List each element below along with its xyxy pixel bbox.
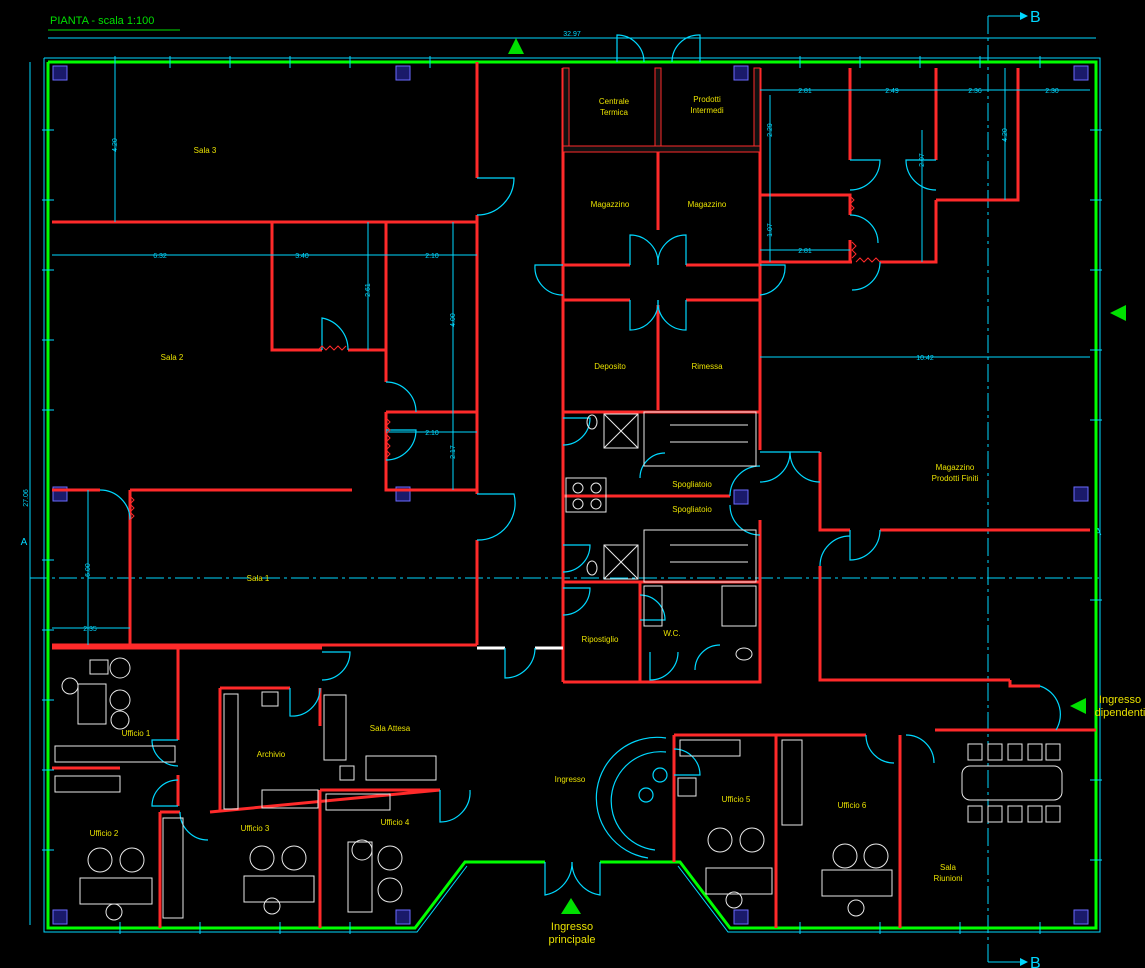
internal-dimension-lines — [52, 68, 1090, 645]
section-b-top-label: B — [1030, 9, 1041, 26]
staff-entrance-marker-icon — [1070, 698, 1086, 714]
dim-249: 2.49 — [885, 88, 899, 95]
dimension-labels: 4.20 6.32 3.40 2.10 2.61 4.00 2.10 2.17 … — [83, 88, 1059, 633]
dim-420: 4.20 — [1002, 128, 1009, 142]
reception-chair-1 — [652, 767, 668, 783]
section-b-top-arrowhead — [1020, 12, 1028, 20]
room-sala1: Sala 1 — [247, 574, 270, 583]
reception-desk — [595, 736, 667, 859]
masonry-walls — [562, 67, 761, 153]
room-wc: W.C. — [663, 629, 680, 638]
dim-281b: 2.81 — [798, 248, 812, 255]
main-entrance-marker-icon — [561, 898, 581, 914]
dim-236: 2.36 — [968, 88, 982, 95]
dim-mag-w: 10.42 — [916, 355, 934, 362]
reception-desk-inner — [610, 751, 667, 851]
dim-230: 2.30 — [1045, 88, 1059, 95]
room-ufficio2: Ufficio 2 — [90, 829, 119, 838]
room-magazzino-b: Magazzino — [688, 200, 727, 209]
room-ufficio4: Ufficio 4 — [381, 818, 410, 827]
room-sala-attesa: Sala Attesa — [370, 724, 411, 733]
dim-sala1-h: 6.00 — [85, 563, 92, 577]
room-ripostiglio: Ripostiglio — [582, 635, 619, 644]
section-a-right-label: A — [1095, 527, 1102, 538]
room-ufficio3: Ufficio 3 — [241, 824, 270, 833]
room-sala2: Sala 2 — [161, 353, 184, 362]
room-deposito: Deposito — [594, 362, 626, 371]
dim-340: 3.40 — [295, 253, 309, 260]
window-mullions — [42, 56, 1102, 934]
room-rimessa: Rimessa — [691, 362, 723, 371]
room-ufficio6: Ufficio 6 — [838, 801, 867, 810]
dim-total-height: 27.06 — [23, 489, 30, 507]
north-marker-icon — [508, 38, 524, 54]
dim-229: 2.29 — [767, 123, 774, 137]
dim-210: 2.10 — [425, 253, 439, 260]
room-magazzino-a: Magazzino — [591, 200, 630, 209]
reception-chair-2 — [638, 787, 654, 803]
dim-400: 4.00 — [450, 313, 457, 327]
internal-walls — [52, 62, 1096, 928]
dim-217: 2.17 — [450, 445, 457, 459]
dim-207: 2.07 — [919, 153, 926, 167]
room-ingresso: Ingresso — [555, 775, 586, 784]
dim-261: 2.61 — [365, 283, 372, 297]
accordion-partitions — [129, 195, 881, 521]
room-spogliatoio-b: Spogliatoio — [672, 505, 712, 514]
dim-sala2-w: 6.32 — [153, 253, 167, 260]
dim-281: 2.81 — [798, 88, 812, 95]
room-ufficio5: Ufficio 5 — [722, 795, 751, 804]
east-marker-icon — [1110, 305, 1126, 321]
section-a-left-label: A — [21, 537, 28, 548]
dim-235: 2.35 — [83, 626, 97, 633]
dim-210b: 2.10 — [425, 430, 439, 437]
doors — [99, 34, 1061, 896]
section-b-bottom-arrowhead — [1020, 958, 1028, 966]
outer-glazing — [43, 57, 1101, 933]
room-archivio: Archivio — [257, 750, 286, 759]
furniture — [54, 411, 1063, 921]
dim-107: 1.07 — [767, 223, 774, 237]
dim-total-width: 32.97 — [563, 31, 581, 38]
room-ufficio1: Ufficio 1 — [122, 729, 151, 738]
plan-title: PIANTA - scala 1:100 — [50, 15, 154, 27]
section-b-bottom-label: B — [1030, 955, 1041, 968]
room-spogliatoio-a: Spogliatoio — [672, 480, 712, 489]
dim-sala3-h: 4.20 — [112, 138, 119, 152]
room-sala3: Sala 3 — [194, 146, 217, 155]
structural-columns — [52, 65, 1089, 925]
